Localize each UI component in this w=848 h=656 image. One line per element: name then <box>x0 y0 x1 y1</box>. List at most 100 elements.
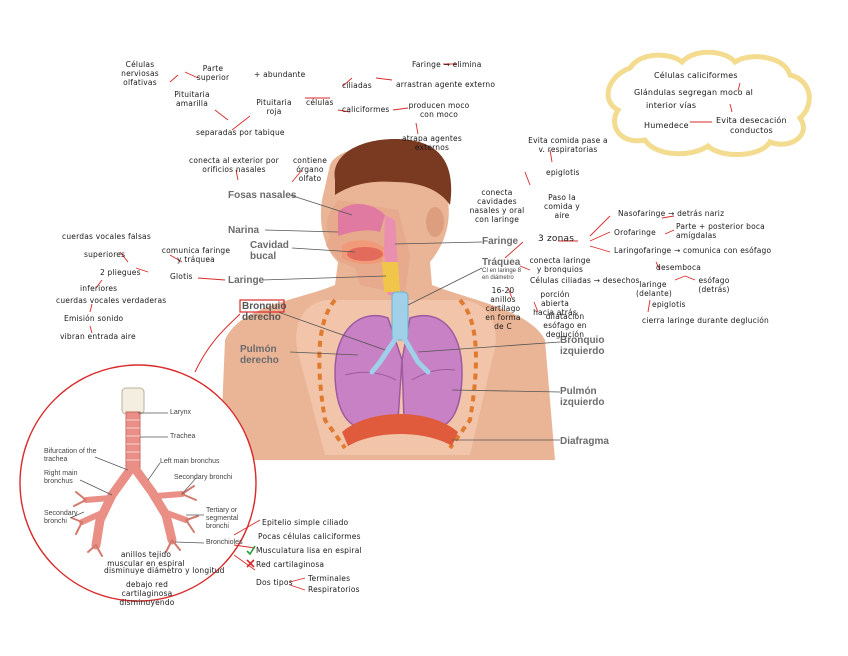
zoom-connector <box>194 313 241 373</box>
note-glotis: Glotis <box>170 272 193 281</box>
note-red-cartilaginosa: Red cartilaginosa <box>256 560 325 569</box>
note-ciliadas: ciliadas <box>342 81 372 90</box>
note-epitelio: Epitelio simple ciliado <box>262 518 349 527</box>
note-laringe-del: laringe (delante) <box>636 280 673 298</box>
lung-fissure-left <box>411 369 456 381</box>
note-cierra-laringe: cierra laringe durante deglución <box>642 316 770 325</box>
note-porcion-abierta: porción abierta hacia atrás <box>533 290 577 317</box>
note-laringofaringe: Laringofaringe → comunica con esófago <box>614 246 772 255</box>
bronchial-tree <box>71 387 199 557</box>
note-musculatura: Musculatura lisa en espiral <box>256 546 362 555</box>
note-producen-moco: producen moco con moco <box>408 101 470 119</box>
label-bronquio-derecho: Bronquio derecho <box>242 301 287 323</box>
note-conecta-cavidades: conecta cavidades nasales y oral con lar… <box>469 188 525 224</box>
note-pituitaria-amarilla: Pituitaria amarilla <box>174 90 210 108</box>
bronchus-left-shape <box>401 335 431 375</box>
note-esofago-detras: esófago (detrás) <box>698 276 730 294</box>
note-cuerdas-falsas: cuerdas vocales falsas <box>62 232 151 241</box>
cloud-line-5: Evita desecación <box>716 116 787 125</box>
note-dos-tipos: Dos tipos <box>256 578 293 587</box>
note-debajo-red: debajo red cartilaginosa disminuyendo <box>119 580 175 607</box>
note-arrows <box>89 63 741 591</box>
ear <box>426 207 444 237</box>
cloud-line-3: interior vías <box>646 101 697 110</box>
note-terminales: Terminales <box>308 574 351 583</box>
note-abundante: + abundante <box>254 70 306 79</box>
note-zonas: 3 zonas <box>538 234 575 244</box>
note-epiglotis2: epiglotis <box>652 300 686 309</box>
note-desemboca: desemboca <box>656 263 702 272</box>
nasal-cavity <box>338 204 385 236</box>
zoom-label-left-main: Left main bronchus <box>160 458 220 465</box>
note-orofaringe: Orofaringe <box>614 228 656 237</box>
note-contiene-olfato: contiene órgano olfato <box>292 156 328 183</box>
note-pocas-celulas: Pocas células caliciformes <box>258 532 361 541</box>
note-arrastran: arrastran agente externo <box>396 80 496 89</box>
note-atrapa: atrapa agentes externos <box>402 134 462 152</box>
trachea-shape <box>391 291 409 341</box>
note-respiratorios: Respiratorios <box>308 585 360 594</box>
label-pulmon-izquierdo: Pulmón izquierdo <box>560 386 605 408</box>
cloud-line-4: Humedece <box>644 121 689 130</box>
cloud-line-1: Células caliciformes <box>654 71 738 80</box>
label-laringe: Laringe <box>228 275 265 286</box>
note-celulas: células <box>306 98 334 107</box>
label-narina: Narina <box>228 225 260 236</box>
note-traquea-sub: CI en laringe 8 en diámetro <box>482 268 522 281</box>
bronquio-highlight <box>239 299 285 313</box>
trachea-zoom <box>125 411 141 471</box>
cloud-line-6: conductos <box>730 126 773 135</box>
zoom-label-trachea: Trachea <box>170 433 196 440</box>
note-pituitaria-roja: Pituitaria roja <box>256 98 292 116</box>
note-conecta-laringe: conecta laringe y bronquios <box>529 256 591 274</box>
note-evita-comida: Evita comida pase a v. respiratorias <box>528 136 608 154</box>
note-dilatacion: dilatación esófago en deglución <box>543 312 587 339</box>
note-disminuye: disminuye diámetro y longitud <box>104 566 225 575</box>
note-pliegues: 2 pliegues <box>100 268 141 277</box>
note-vibran: vibran entrada aire <box>60 332 136 341</box>
label-cavidad-bucal: Cavidad bucal <box>250 240 289 262</box>
note-conecta-exterior: conecta al exterior por orificios nasale… <box>189 156 279 174</box>
note-parte-superior: Parte superior <box>196 64 230 82</box>
note-inferiores: inferiores <box>80 284 118 293</box>
zoom-label-larynx: Larynx <box>170 409 192 416</box>
hair <box>334 139 452 205</box>
note-epiglotis: epiglotis <box>546 168 580 177</box>
zoom-label-bifurcation: Bifurcation of the trachea <box>44 448 97 463</box>
label-pulmon-derecho: Pulmón derecho <box>240 344 279 366</box>
note-celulas-ciliadas: Células ciliadas → desechos <box>530 276 640 285</box>
zoom-circle <box>19 364 257 602</box>
note-nasofaringe: Nasofaringe → detrás nariz <box>618 209 725 218</box>
bronchus-right-shape <box>369 335 399 375</box>
note-celulas-nerviosas: Células nerviosas olfativas <box>121 60 159 87</box>
larynx-shape <box>382 262 400 292</box>
leader-lines <box>261 194 561 441</box>
note-paso-comida: Paso la comida y aire <box>544 193 580 220</box>
diaphragm-shape <box>342 414 458 446</box>
label-traquea: Tráquea <box>482 257 521 268</box>
zoom-label-secondary-r: Secondary bronchi <box>174 474 233 481</box>
note-anillos: 16-20 anillos cartílago en forma de C <box>485 286 521 331</box>
larynx-zoom <box>121 387 145 415</box>
zoom-label-tertiary: Tertiary or segmental bronchi <box>206 507 239 530</box>
zoom-label-secondary-l: Secondary bronchi <box>44 510 78 525</box>
note-comunica: comunica faringe y tráquea <box>161 246 231 264</box>
note-cuerdas-verdaderas: cuerdas vocales verdaderas <box>56 296 167 305</box>
zoom-label-right-main: Right main bronchus <box>44 470 78 485</box>
label-bronquio-izquierdo: Bronquio izquierdo <box>560 335 605 357</box>
note-anillos-tejido: anillos tejido muscular en espiral <box>107 550 185 568</box>
label-fosas-nasales: Fosas nasales <box>228 190 297 201</box>
note-faringe-elimina: Faringe → elimina <box>412 60 482 69</box>
tongue <box>347 247 383 261</box>
note-caliciformes: caliciformes <box>342 105 390 114</box>
note-separadas: separadas por tabique <box>196 128 285 137</box>
note-superiores: superiores <box>84 250 126 259</box>
note-emision: Emisión sonido <box>64 314 124 323</box>
cloud-line-2: Glándulas segregan moco al <box>634 88 754 97</box>
note-orofaringe-desc: Parte + posterior boca amígdalas <box>676 222 765 240</box>
cloud-border <box>605 49 812 158</box>
zoom-label-bronchioles: Bronchioles <box>206 539 243 546</box>
label-diafragma: Diafragma <box>560 436 609 447</box>
label-faringe: Faringe <box>482 236 519 247</box>
